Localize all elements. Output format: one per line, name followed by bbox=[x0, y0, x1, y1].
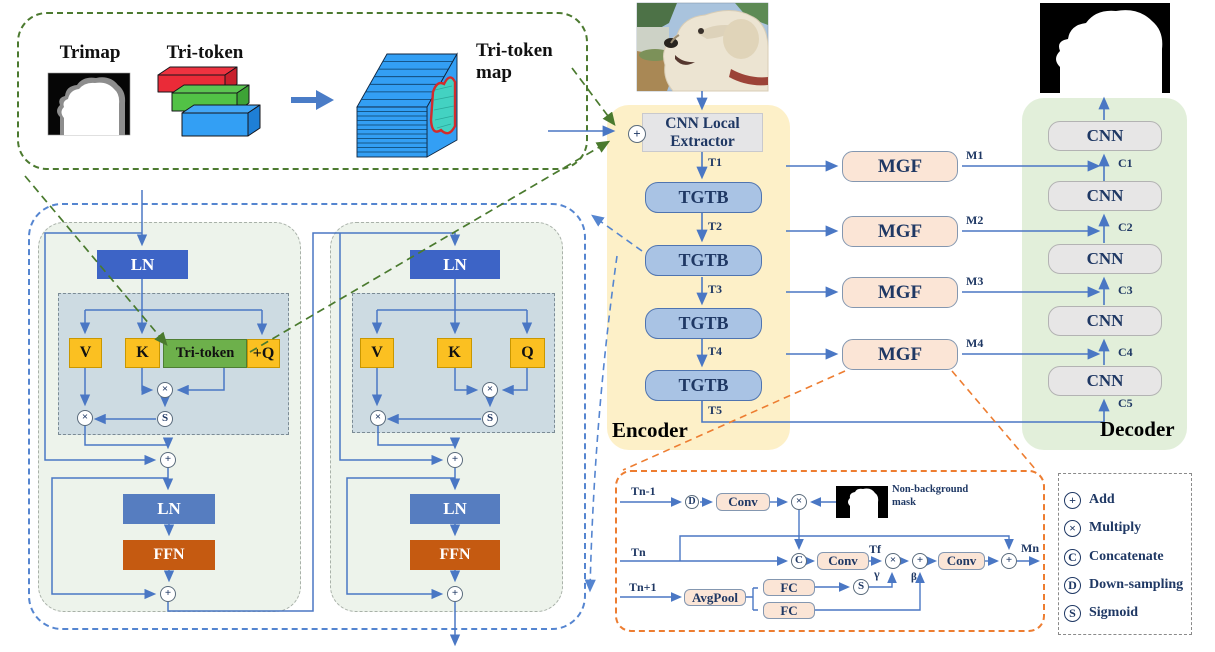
block2-layernorm-top: LN bbox=[410, 250, 500, 279]
legend-multiply-icon: × bbox=[1064, 520, 1081, 537]
mgf-output-label-m2: M2 bbox=[966, 213, 984, 227]
decoder-input-label-c1: C1 bbox=[1118, 156, 1133, 170]
detail-gamma-label: γ bbox=[874, 567, 880, 581]
feature-label-t5: T5 bbox=[708, 403, 723, 417]
legend-concatenate-icon: C bbox=[1064, 549, 1081, 566]
block1-sigmoid-icon: S bbox=[157, 411, 173, 427]
detail-fc1-box: FC bbox=[763, 579, 815, 596]
decoder-input-label-c4: C4 bbox=[1118, 345, 1133, 359]
cnn-local-extractor-line1: CNN Local bbox=[665, 114, 740, 132]
tritoken-callout-panel bbox=[17, 12, 588, 170]
block2-add-ffn-icon: + bbox=[447, 586, 463, 602]
tritoken-map-label-line2: map bbox=[476, 62, 512, 83]
detail-add-skip-icon: + bbox=[1001, 553, 1017, 569]
legend-concatenate-label: Concatenate bbox=[1089, 549, 1164, 564]
block1-tritoken-box: Tri-token bbox=[163, 339, 247, 368]
legend-add-label: Add bbox=[1089, 492, 1115, 507]
detail-tn-next-label: Tn+1 bbox=[629, 580, 657, 594]
detail-multiply-gamma-icon: × bbox=[885, 553, 901, 569]
detail-mn-label: Mn bbox=[1021, 541, 1039, 555]
feature-label-t1: T1 bbox=[708, 155, 723, 169]
block1-multiply-v-icon: × bbox=[77, 410, 93, 426]
tgtb-block-1: TGTB bbox=[645, 182, 762, 213]
tgtb-block-4: TGTB bbox=[645, 370, 762, 401]
decoder-cnn-3: CNN bbox=[1048, 244, 1162, 274]
legend-add-icon: + bbox=[1064, 492, 1081, 509]
legend-downsample-icon: D bbox=[1064, 577, 1081, 594]
decoder-cnn-2: CNN bbox=[1048, 181, 1162, 211]
block2-ffn-box: FFN bbox=[410, 540, 500, 570]
cnn-local-extractor-line2: Extractor bbox=[670, 132, 735, 150]
tritoken-map-label-line1: Tri-token bbox=[476, 40, 553, 61]
legend-multiply-label: Multiply bbox=[1089, 520, 1142, 535]
detail-downsample-icon: D bbox=[685, 495, 699, 509]
mgf-output-label-m1: M1 bbox=[966, 148, 984, 162]
detail-conv1-box: Conv bbox=[716, 493, 770, 511]
output-alpha-matte bbox=[1040, 3, 1170, 93]
detail-tn-label: Tn bbox=[631, 545, 646, 559]
input-dog-photo bbox=[636, 2, 769, 92]
decoder-input-label-c3: C3 bbox=[1118, 283, 1133, 297]
decoder-cnn-5: CNN bbox=[1048, 366, 1162, 396]
block2-multiply-kq-icon: × bbox=[482, 382, 498, 398]
tritoken-label: Tri-token bbox=[166, 42, 244, 63]
detail-add-beta-icon: + bbox=[912, 553, 928, 569]
decoder-cnn-4: CNN bbox=[1048, 306, 1162, 336]
block2-multiply-v-icon: × bbox=[370, 410, 386, 426]
block1-ffn-box: FFN bbox=[123, 540, 215, 570]
feature-label-t3: T3 bbox=[708, 282, 723, 296]
block1-layernorm-top: LN bbox=[97, 250, 188, 279]
block1-multiply-kq-icon: × bbox=[157, 382, 173, 398]
mgf-output-label-m3: M3 bbox=[966, 274, 984, 288]
block1-query-box: +Q bbox=[247, 339, 280, 368]
block2-key-box: K bbox=[437, 338, 472, 368]
detail-tn-prev-label: Tn-1 bbox=[631, 484, 656, 498]
block1-add-attn-icon: + bbox=[160, 452, 176, 468]
detail-multiply-mask-icon: × bbox=[791, 494, 807, 510]
tgtb-block-2: TGTB bbox=[645, 245, 762, 276]
block1-add-ffn-icon: + bbox=[160, 586, 176, 602]
legend-sigmoid-label: Sigmoid bbox=[1089, 605, 1139, 620]
detail-tf-label: Tf bbox=[869, 542, 881, 556]
block2-value-box: V bbox=[360, 338, 394, 368]
detail-conv2-box: Conv bbox=[817, 552, 869, 570]
decoder-cnn-1: CNN bbox=[1048, 121, 1162, 151]
mask-label-line2: mask bbox=[892, 497, 916, 508]
block1-value-box: V bbox=[69, 338, 102, 368]
mgf-module-4: MGF bbox=[842, 339, 958, 370]
decoder-input-label-c5: C5 bbox=[1118, 396, 1133, 410]
mgf-module-3: MGF bbox=[842, 277, 958, 308]
detail-conv3-box: Conv bbox=[938, 552, 985, 570]
detail-sigmoid-icon: S bbox=[853, 579, 869, 595]
mgf-module-1: MGF bbox=[842, 151, 958, 182]
block1-key-box: K bbox=[125, 338, 160, 368]
feature-label-t4: T4 bbox=[708, 344, 723, 358]
block1-layernorm-bottom: LN bbox=[123, 494, 215, 524]
mgf-output-label-m4: M4 bbox=[966, 336, 984, 350]
cnn-local-extractor-box: CNN Local Extractor bbox=[642, 113, 763, 152]
encoder-add-icon: + bbox=[628, 125, 646, 143]
detail-beta-label: β bbox=[911, 571, 917, 583]
block2-layernorm-bottom: LN bbox=[410, 494, 500, 524]
decoder-input-label-c2: C2 bbox=[1118, 220, 1133, 234]
mgf-detail-panel bbox=[615, 470, 1045, 632]
trimap-label: Trimap bbox=[59, 42, 121, 63]
mask-label-line1: Non-background bbox=[892, 484, 969, 495]
legend-downsample-label: Down-sampling bbox=[1089, 577, 1184, 592]
tgtb-block-3: TGTB bbox=[645, 308, 762, 339]
decoder-label: Decoder bbox=[1100, 417, 1175, 441]
detail-avgpool-box: AvgPool bbox=[684, 589, 746, 606]
block2-query-box: Q bbox=[510, 338, 545, 368]
detail-fc2-box: FC bbox=[763, 602, 815, 619]
legend-sigmoid-icon: S bbox=[1064, 605, 1081, 622]
detail-concatenate-icon: C bbox=[791, 553, 807, 569]
feature-label-t2: T2 bbox=[708, 219, 723, 233]
block2-sigmoid-icon: S bbox=[482, 411, 498, 427]
encoder-label: Encoder bbox=[612, 418, 688, 442]
mgf-module-2: MGF bbox=[842, 216, 958, 247]
block2-add-attn-icon: + bbox=[447, 452, 463, 468]
